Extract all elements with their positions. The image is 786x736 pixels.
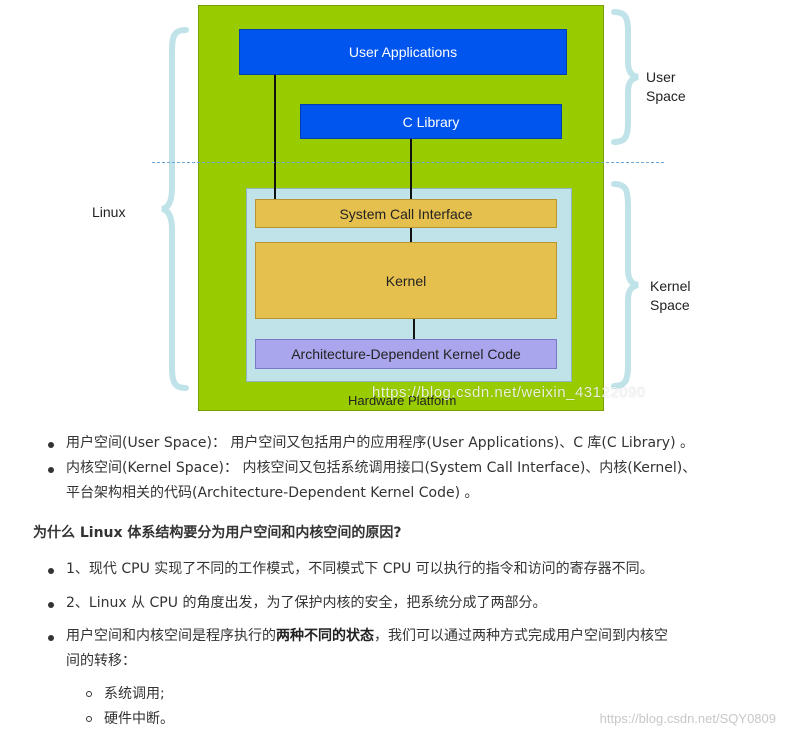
- linux-label: Linux: [92, 204, 126, 220]
- bullet-kernel-space-line1: 内核空间(Kernel Space)： 内核空间又包括系统调用接口(System…: [66, 460, 697, 476]
- connector-c-library-to-syscall: [410, 138, 412, 200]
- reason-item-3-text-bold: 两种不同的状态: [276, 628, 374, 644]
- system-call-interface-box: System Call Interface: [255, 199, 557, 228]
- kernel-box: Kernel: [255, 242, 557, 319]
- bullet-user-space: 用户空间(User Space)： 用户空间又包括用户的应用程序(User Ap…: [66, 435, 694, 451]
- bullet-dot: [48, 635, 54, 641]
- c-library-box: C Library: [300, 104, 562, 139]
- reason-item-3-text-post: ，我们可以通过两种方式完成用户空间到内核空: [374, 628, 668, 644]
- kernel-space-label-line1: Kernel: [650, 278, 691, 294]
- page-watermark: https://blog.csdn.net/SQY0809: [599, 711, 776, 726]
- bullet-kernel-space-line2: 平台架构相关的代码(Architecture-Dependent Kernel …: [66, 485, 479, 501]
- linux-brace: [161, 27, 189, 391]
- sub-bullet-circle: [86, 691, 92, 697]
- connector-user-apps-to-syscall: [274, 74, 276, 200]
- reason-item-2: 2、Linux 从 CPU 的角度出发，为了保护内核的安全，把系统分成了两部分。: [66, 595, 547, 611]
- reason-item-3-line1: 用户空间和内核空间是程序执行的两种不同的状态，我们可以通过两种方式完成用户空间到…: [66, 624, 668, 649]
- kernel-space-brace: [611, 181, 639, 389]
- sub-item-hardware-interrupt: 硬件中断。: [104, 711, 174, 727]
- bullet-dot: [48, 602, 54, 608]
- sub-bullet-circle: [86, 716, 92, 722]
- reason-item-3-text-pre: 用户空间和内核空间是程序执行的: [66, 628, 276, 644]
- reason-item-1: 1、现代 CPU 实现了不同的工作模式，不同模式下 CPU 可以执行的指令和访问…: [66, 561, 654, 577]
- section-heading: 为什么 Linux 体系结构要分为用户空间和内核空间的原因?: [33, 525, 402, 541]
- connector-syscall-to-kernel: [410, 227, 412, 243]
- user-kernel-divider: [152, 162, 664, 163]
- user-space-label-line2: Space: [646, 88, 686, 104]
- hardware-platform-label: Hardware Platform: [348, 393, 457, 408]
- reason-item-3-line2: 间的转移：: [66, 653, 136, 669]
- connector-kernel-to-arch: [413, 318, 415, 340]
- image-watermark: https://blog.csdn.net/weixin_43122090: [372, 384, 646, 401]
- user-space-brace: [611, 9, 639, 145]
- arch-dependent-kernel-code-box: Architecture-Dependent Kernel Code: [255, 339, 557, 369]
- user-applications-box: User Applications: [239, 29, 567, 75]
- linux-architecture-diagram: Linux User Space Kernel Space User Appli…: [92, 5, 691, 411]
- sub-item-system-call: 系统调用;: [104, 686, 165, 702]
- kernel-space-label-line2: Space: [650, 297, 690, 313]
- bullet-dot: [48, 442, 54, 448]
- bullet-dot: [48, 568, 54, 574]
- user-space-label-line1: User: [646, 69, 676, 85]
- bullet-dot: [48, 467, 54, 473]
